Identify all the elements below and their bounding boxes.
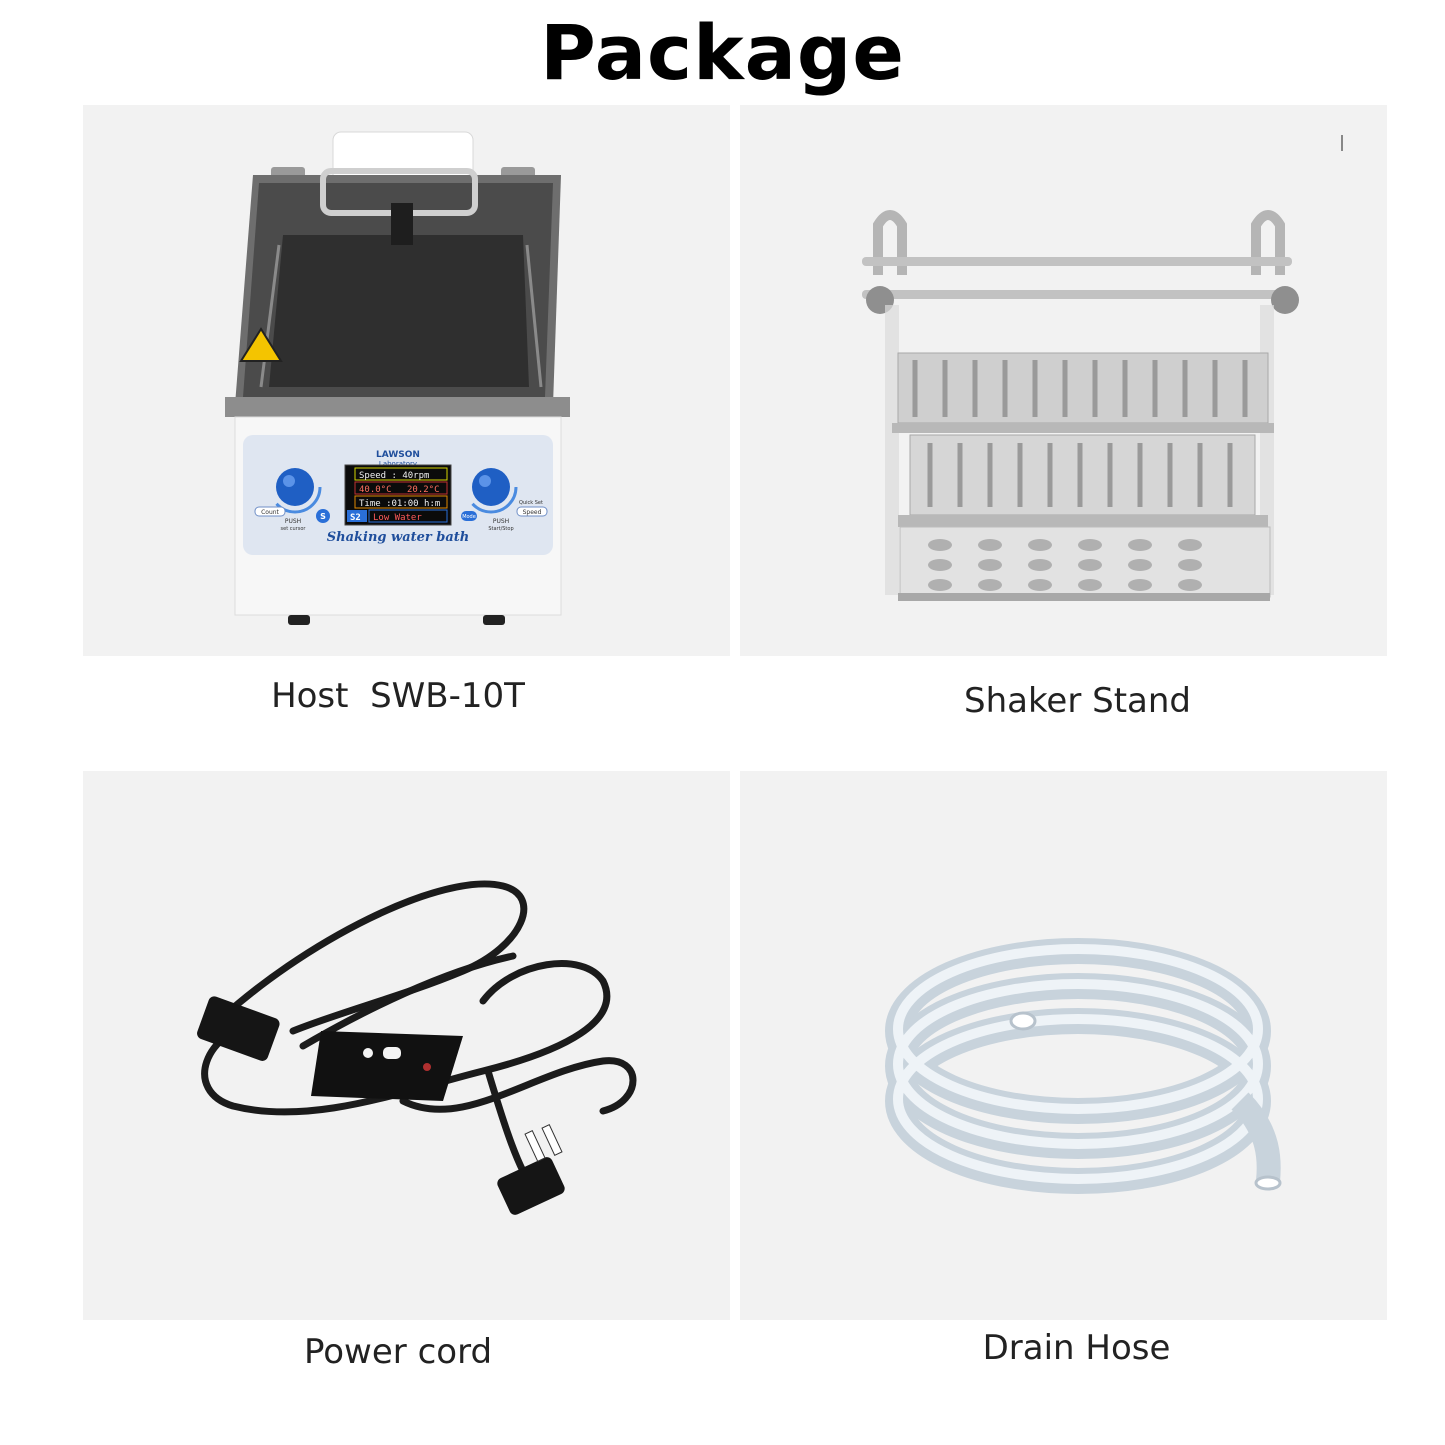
drain-hose-image-tile bbox=[740, 771, 1387, 1320]
left-knob-sub-label: set cursor bbox=[281, 526, 307, 532]
page-title: Package bbox=[540, 8, 905, 97]
host-caption: Host SWB-10T bbox=[271, 676, 525, 716]
right-knob[interactable] bbox=[472, 468, 510, 506]
count-button[interactable]: Count bbox=[261, 509, 279, 516]
display-time: Time :01:00 h:m bbox=[359, 499, 440, 509]
display-temp-set: 40.0°C bbox=[359, 485, 392, 495]
power-cord-image-tile bbox=[83, 771, 730, 1320]
display-program-badge: S2 bbox=[350, 513, 361, 523]
display-speed: Speed : 40rpm bbox=[359, 471, 429, 481]
shaker-stand-image-tile bbox=[740, 105, 1387, 656]
right-knob-push-label: PUSH bbox=[493, 518, 509, 525]
mode-button[interactable]: Mode bbox=[462, 514, 476, 520]
drain-hose-caption: Drain Hose bbox=[982, 1328, 1171, 1368]
right-knob-sub-label: Start/Stop bbox=[488, 526, 513, 532]
speed-button[interactable]: Speed bbox=[523, 509, 542, 516]
left-knob[interactable] bbox=[276, 468, 314, 506]
display-temp-actual: 20.2°C bbox=[407, 485, 440, 495]
drain-hose-image bbox=[885, 938, 1282, 1194]
shaker-stand-image bbox=[862, 135, 1343, 601]
power-cord-image bbox=[197, 880, 637, 1215]
quick-set-label: Quick Set bbox=[519, 500, 543, 506]
s-button[interactable]: S bbox=[320, 512, 326, 521]
display-warning: Low Water bbox=[373, 513, 422, 523]
device-brand: LAWSON bbox=[376, 450, 420, 460]
left-knob-push-label: PUSH bbox=[285, 518, 301, 525]
host-image-tile: LAWSON Laboratory Speed : 40rpm 40.0°C 2… bbox=[83, 105, 730, 656]
shaking-water-bath-image: LAWSON Laboratory Speed : 40rpm 40.0°C 2… bbox=[225, 131, 570, 625]
shaker-stand-caption: Shaker Stand bbox=[963, 681, 1192, 721]
power-cord-caption: Power cord bbox=[303, 1332, 493, 1372]
device-brand-sub: Laboratory bbox=[379, 460, 417, 468]
device-label: Shaking water bath bbox=[327, 530, 470, 545]
